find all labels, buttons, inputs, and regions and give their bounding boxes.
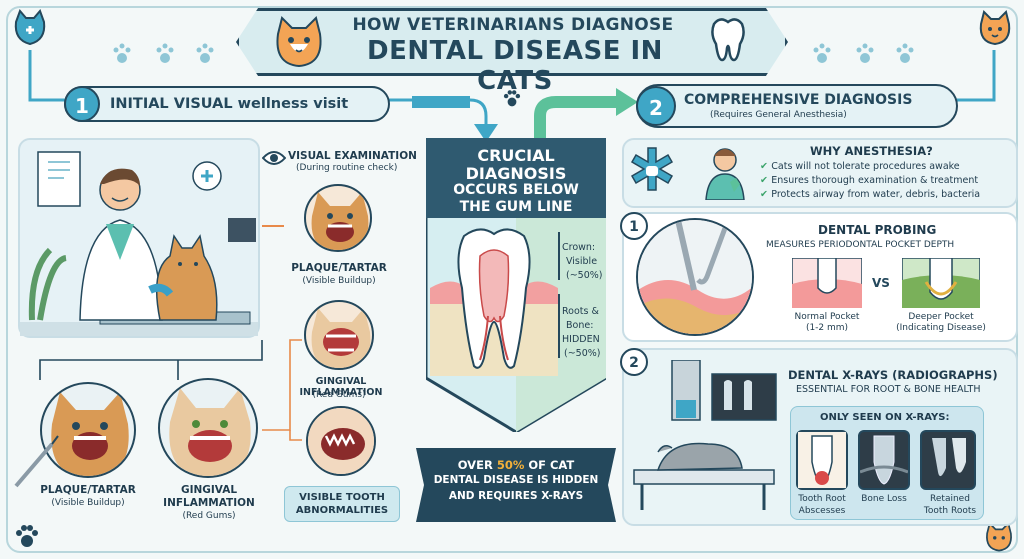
step2-number: 2 (636, 86, 676, 126)
abnormalities-box (284, 486, 400, 522)
cat-head-icon (979, 10, 1011, 46)
step1-label: INITIAL VISUAL wellness visit (110, 96, 349, 112)
roots-label-3: HIDDEN (562, 334, 600, 345)
reason-text: Ensures thorough examination & treatment (771, 175, 979, 186)
check-icon: ✔ (760, 161, 772, 172)
xray-item-1-l2: Abscesses (798, 506, 846, 516)
step2-sub: (Requires General Anesthesia) (710, 110, 847, 120)
finding-plaque-title: PLAQUE/TARTAR (291, 262, 387, 274)
why-title: WHY ANESTHESIA? (810, 144, 933, 158)
probing-sub: MEASURES PERIODONTAL POCKET DEPTH (766, 240, 955, 250)
center-heading-3: OCCURS BELOW (453, 182, 579, 198)
check-icon: ✔ (760, 189, 772, 200)
eye-icon (262, 151, 286, 165)
xray-retained-roots-card (920, 430, 976, 490)
step2-label: COMPREHENSIVE DIAGNOSIS (684, 92, 913, 108)
roots-label-4: (~50%) (564, 348, 601, 359)
reason-text: Protects airway from water, debris, bact… (771, 189, 981, 200)
step1-number: 1 (64, 86, 100, 122)
finding-gingival-title: GINGIVAL INFLAMMATION (299, 376, 383, 398)
cat-face-bottom-plaque (40, 382, 136, 478)
center-heading-1: CRUCIAL (477, 146, 555, 165)
medical-star-icon (630, 147, 674, 191)
title-line1: HOW VETERINARIANS DIAGNOSE (352, 15, 674, 35)
reason-list: ✔ Cats will not tolerate procedures awak… (760, 161, 980, 203)
cat-face-gingival (304, 300, 374, 370)
deeper-pocket-label-1: Deeper Pocket (908, 312, 974, 322)
xray-bone-loss-card (858, 430, 910, 490)
center-footer-ribbon (416, 448, 616, 522)
bottom-plaque-title: PLAQUE/TARTAR (40, 484, 136, 496)
reason-item: ✔ Ensures thorough examination & treatme… (760, 175, 980, 189)
footer-pre: OVER (457, 458, 497, 472)
xray-item-2-l1: Bone Loss (861, 494, 907, 504)
tooth-bracket (554, 232, 560, 280)
probing-closeup (636, 218, 754, 336)
crown-label-2: Visible (566, 256, 598, 267)
footer-line3: AND REQUIRES X-RAYS (448, 490, 584, 502)
footer-line1: OVER 50% OF CAT (426, 458, 606, 472)
paw-icon-center (503, 90, 521, 107)
cat-face-plaque (304, 184, 372, 252)
vs-label: VS (872, 276, 890, 290)
probing-number: 1 (620, 212, 648, 240)
finding-abnormalities-title: VISIBLE TOOTH ABNORMALITIES (295, 492, 389, 516)
crown-label-3: (~50%) (566, 270, 603, 281)
crown-label-1: Crown: (562, 242, 596, 253)
normal-pocket-label-2: (1-2 mm) (805, 323, 849, 333)
paw-prints-left-icon (113, 43, 214, 63)
xray-item-3-l1: Retained (930, 494, 970, 504)
why-anesthesia-panel (622, 138, 1018, 208)
tooth-cross-section-illustration (430, 228, 558, 376)
xray-abscess-card (796, 430, 848, 490)
normal-pocket-illustration (792, 258, 862, 308)
veterinarian-with-cat-illustration (20, 151, 258, 336)
xrays-title: DENTAL X-RAYS (RADIOGRAPHS) (788, 368, 998, 382)
reason-item: ✔ Cats will not tolerate procedures awak… (760, 161, 980, 175)
bottom-gingival-title2: INFLAMMATION (163, 497, 255, 509)
reason-item: ✔ Protects airway from water, debris, ba… (760, 189, 980, 203)
finding-plaque-sub: (Visible Buildup) (302, 276, 376, 286)
tooth-icon (711, 18, 745, 62)
only-seen-title: ONLY SEEN ON X-RAYS: (820, 412, 950, 423)
xray-item-3-l2: Tooth Roots (923, 506, 977, 516)
xray-machine-with-cat-illustration (633, 360, 777, 510)
roots-label-1: Roots & (562, 306, 599, 317)
center-heading-2: DIAGNOSIS (465, 164, 567, 183)
bottom-gingival-title1: GINGIVAL (180, 484, 238, 496)
step2-pill (636, 84, 958, 128)
paw-icon-bottom-left (16, 525, 38, 547)
paw-prints-right-icon (813, 43, 914, 63)
center-heading-4: THE GUM LINE (459, 199, 573, 215)
visual-exam-title: VISUAL EXAMINATION (288, 150, 417, 162)
reason-text: Cats will not tolerate procedures awake (771, 161, 960, 172)
step1-pill (64, 86, 390, 122)
cat-mascot-icon (276, 16, 322, 68)
normal-pocket-label-1: Normal Pocket (794, 312, 860, 322)
title-banner (236, 8, 788, 76)
footer-pct: 50% (496, 458, 525, 472)
xrays-number: 2 (620, 348, 648, 376)
title-line2: DENTAL DISEASE IN CATS (367, 36, 663, 96)
cat-face-bottom-gingival (158, 378, 258, 478)
roots-label-2: Bone: (566, 320, 594, 331)
cat-face-abnormalities (306, 406, 376, 476)
vet-cat-logo-icon (14, 9, 46, 46)
footer-line2: DENTAL DISEASE IS HIDDEN (433, 474, 599, 486)
tooth-bracket-roots (554, 294, 560, 358)
dental-probe-tool-icon (14, 435, 59, 488)
bottom-gingival-sub: (Red Gums) (182, 511, 236, 521)
xrays-sub: ESSENTIAL FOR ROOT & BONE HEALTH (796, 384, 981, 395)
xray-item-1-l1: Tooth Root (798, 494, 846, 504)
deeper-pocket-label-2: (Indicating Disease) (896, 323, 986, 333)
check-icon: ✔ (760, 175, 772, 186)
finding-gingival-sub: (Red Gums) (312, 390, 366, 400)
bottom-plaque-sub: (Visible Buildup) (51, 498, 125, 508)
nurse-icon (705, 148, 745, 200)
deeper-pocket-illustration (902, 258, 980, 308)
footer-post: OF CAT (524, 458, 575, 472)
probing-title: DENTAL PROBING (818, 223, 937, 237)
visual-exam-sub: (During routine check) (296, 163, 398, 173)
